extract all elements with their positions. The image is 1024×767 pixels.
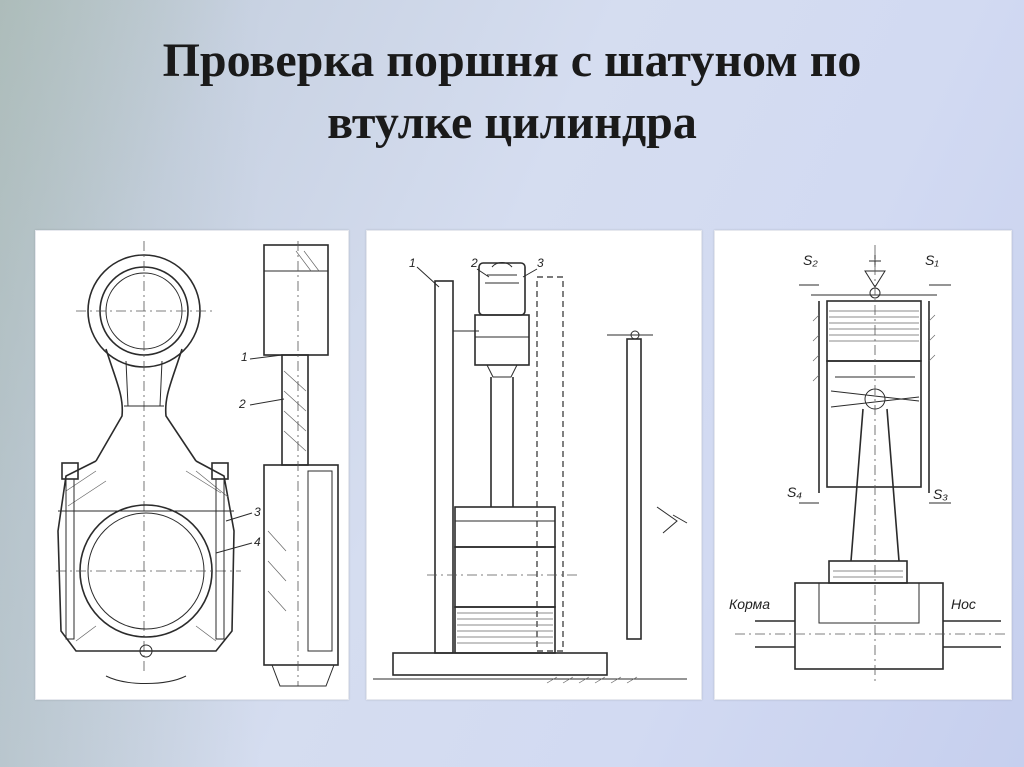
leader-stand-3 (522, 268, 538, 278)
big-end-hatching (65, 470, 229, 642)
liner-lower (454, 606, 556, 654)
piston-crown-detail (485, 262, 519, 284)
detail-arrow (656, 506, 688, 534)
liner-upper (454, 506, 556, 548)
figure-piston-in-liner: S₂ S₁ S₄ S₃ Корма Нос (714, 230, 1012, 700)
side-big-end-hatching (267, 530, 287, 612)
stand-column (434, 280, 454, 654)
slide-title: Проверка поршня с шатуном по втулке цили… (40, 30, 984, 154)
side-shank (281, 354, 309, 466)
piston-skirt (826, 360, 922, 488)
leader-2 (249, 398, 285, 406)
oil-hole (139, 644, 153, 658)
crank-frame (794, 582, 944, 670)
label-clearance-s1: S₁ (925, 252, 939, 268)
side-gauge (626, 338, 642, 640)
label-stand-2: 2 (470, 256, 478, 270)
leader-stand-1 (416, 266, 440, 288)
rod-shank-web (125, 360, 163, 407)
piston-pin-bosses (830, 376, 920, 408)
label-stand-3: 3 (537, 256, 544, 270)
liner-hatching (812, 314, 936, 382)
label-aft: Корма (729, 596, 770, 612)
slide-title-line-1: Проверка поршня с шатуном по (162, 34, 862, 87)
side-big-end (263, 464, 339, 666)
crank-web (818, 582, 920, 624)
side-shank-hatching (283, 370, 307, 452)
stand-base (392, 652, 608, 676)
piston-stand-drawing: 1 2 3 (373, 256, 688, 684)
rod-edges (850, 408, 900, 562)
leader-4 (215, 542, 253, 554)
label-part-3: 3 (254, 505, 261, 519)
piston-rings (829, 310, 919, 342)
guide-dashed (536, 276, 564, 652)
label-part-1: 1 (241, 350, 248, 364)
side-small-end (263, 244, 329, 356)
label-clearance-s2: S₂ (803, 252, 818, 268)
side-small-end-hatching (295, 250, 320, 272)
label-bow: Нос (951, 596, 976, 612)
label-clearance-s4: S₄ (787, 484, 802, 500)
figure-connecting-rod: 1 2 3 4 (35, 230, 349, 700)
rod-big-end-hatching (833, 570, 903, 578)
leader-3 (225, 512, 253, 522)
piston-head (826, 300, 922, 362)
figure-piston-stand: 1 2 3 (366, 230, 702, 700)
slide-title-line-2: втулке цилиндра (327, 96, 697, 149)
label-stand-1: 1 (409, 256, 416, 270)
liner-lower-hatching (457, 612, 553, 644)
floor-hatching (546, 676, 638, 684)
bolt-shank-right (215, 478, 225, 640)
rod-shank (95, 348, 197, 462)
rod-big-end (828, 560, 908, 584)
label-part-4: 4 (254, 535, 261, 549)
cap-bottom-arc (105, 675, 187, 684)
label-part-2: 2 (238, 397, 246, 411)
connecting-rod-drawing: 1 2 3 4 (56, 241, 339, 687)
side-gauge-knob (630, 330, 640, 340)
big-end-outline (57, 460, 235, 652)
piston-liner-drawing: S₂ S₁ S₄ S₃ Корма Нос (729, 245, 1005, 681)
clearance-arrows (799, 284, 951, 504)
leader-stand-2 (476, 268, 490, 278)
side-base (271, 664, 335, 687)
side-bolt (307, 470, 333, 652)
piston-body (474, 314, 530, 366)
label-clearance-s3: S₃ (933, 486, 948, 502)
piston-skirt (486, 364, 518, 378)
liner-middle (454, 546, 556, 608)
leader-1 (249, 354, 283, 360)
bolt-shank-left (65, 478, 75, 640)
piston-crown (478, 262, 526, 316)
